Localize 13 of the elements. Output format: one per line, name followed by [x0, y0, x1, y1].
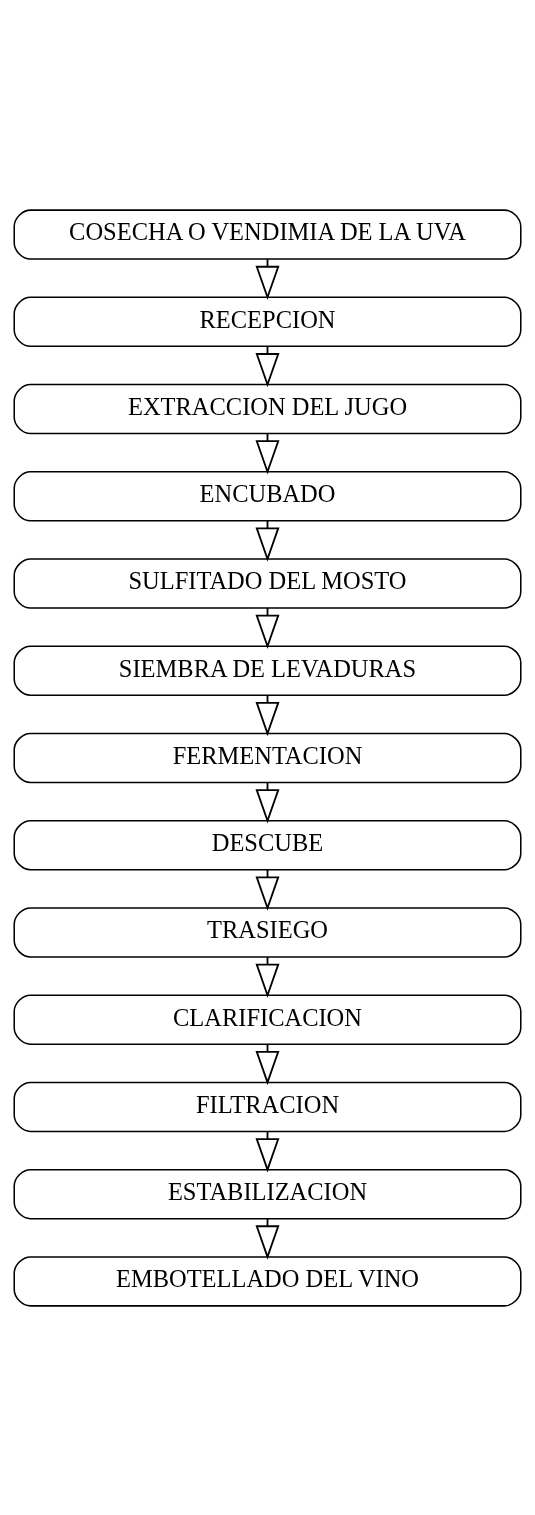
node-box: FERMENTACION: [13, 732, 522, 783]
node-box: SULFITADO DEL MOSTO: [13, 557, 522, 609]
node-box: CLARIFICACION: [13, 993, 522, 1045]
node-box: EXTRACCION DEL JUGO: [13, 383, 522, 434]
node-box: SIEMBRA DE LEVADURAS: [13, 645, 522, 696]
node-box: DESCUBE: [13, 819, 522, 870]
node-box: RECEPCION: [13, 296, 522, 347]
node-box: ENCUBADO: [13, 470, 522, 522]
node-box: ESTABILIZACION: [13, 1168, 522, 1219]
node-box: COSECHA O VENDIMIA DE LA UVA: [13, 208, 522, 260]
node-box: TRASIEGO: [13, 906, 522, 958]
node-box: FILTRACION: [13, 1081, 522, 1132]
node-box: EMBOTELLADO DEL VINO: [13, 1255, 522, 1307]
